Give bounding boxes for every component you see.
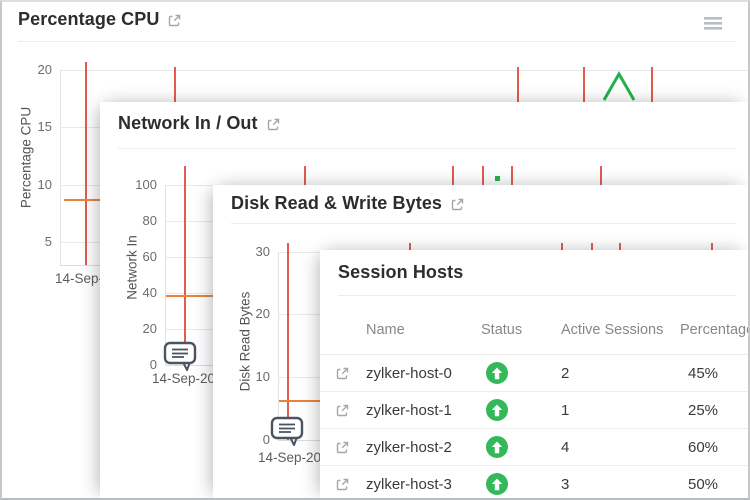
table-row[interactable]: zylker-host-0 2 45% [320,355,750,392]
title-divider [18,41,736,42]
y-axis-title: Disk Read Bytes [237,291,253,392]
host-name: zylker-host-2 [366,438,452,456]
active-sessions-value: 1 [561,401,570,419]
y-tick-label: 10 [255,369,270,384]
card-session-hosts: Session Hosts Name Status Active Session… [320,250,750,500]
table-header-row: Name Status Active Sessions Percentage [320,305,750,355]
y-tick-label: 20 [37,62,52,77]
open-in-new-window-icon[interactable] [336,441,366,454]
active-sessions-value: 3 [561,475,570,493]
y-tick-label: 20 [255,306,270,321]
open-in-new-window-icon[interactable] [267,118,280,131]
status-up-badge [486,473,508,495]
card-title-disk-read-write: Disk Read & Write Bytes [231,193,443,213]
status-up-badge [486,362,508,384]
percentage-value: 25% [688,401,719,419]
series-point [495,176,500,181]
card-title-session-hosts: Session Hosts [338,262,464,282]
average-line [279,400,323,402]
percentage-value: 45% [688,364,719,382]
y-axis-line [165,185,166,365]
y-tick-label: 0 [149,357,157,372]
column-header-percentage: Percentage [680,321,750,338]
percentage-value: 60% [688,438,719,456]
spike-line [184,166,186,365]
y-tick-label: 60 [142,249,157,264]
y-tick-label: 0 [262,432,270,447]
host-name: zylker-host-0 [366,364,452,382]
open-in-new-window-icon[interactable] [451,198,464,211]
y-tick-label: 10 [37,177,52,192]
percentage-value: 50% [688,475,719,493]
average-line [166,295,222,297]
open-in-new-window-icon[interactable] [336,478,366,491]
y-tick-label: 30 [255,244,270,259]
spike-line [287,243,289,440]
gridline [60,70,748,71]
table-row[interactable]: zylker-host-1 1 25% [320,392,750,429]
open-in-new-window-icon[interactable] [336,367,366,380]
x-tick-label: 14-Sep-20 [152,371,216,386]
y-tick-label: 15 [37,119,52,134]
title-divider [118,148,736,149]
column-header-name: Name [366,321,405,338]
x-tick-label: 14-Sep- [55,271,104,286]
open-in-new-window-icon[interactable] [336,404,366,417]
average-line [64,199,112,201]
card-title-network-in-out: Network In / Out [118,113,258,133]
host-name: zylker-host-3 [366,475,452,493]
y-axis-title: Network In [124,235,140,300]
active-sessions-value: 2 [561,364,570,382]
table-row[interactable]: zylker-host-3 3 50% [320,466,750,500]
spike-line [85,62,87,265]
host-name: zylker-host-1 [366,401,452,419]
x-tick-label: 14-Sep-20 [258,450,322,465]
y-tick-label: 40 [142,285,157,300]
status-up-badge [486,399,508,421]
annotation-bubble-icon[interactable] [270,416,306,448]
y-tick-label: 80 [142,213,157,228]
annotation-bubble-icon[interactable] [163,341,199,373]
open-in-new-window-icon[interactable] [168,14,181,27]
table-row[interactable]: zylker-host-2 4 60% [320,429,750,466]
y-tick-label: 5 [44,234,52,249]
y-tick-label: 20 [142,321,157,336]
title-divider [338,295,736,296]
y-axis-title: Percentage CPU [18,106,34,209]
status-up-badge [486,436,508,458]
title-divider [231,223,736,224]
y-tick-label: 100 [135,177,157,192]
column-header-active-sessions: Active Sessions [561,321,664,338]
y-axis-line [278,252,279,440]
column-header-status: Status [481,321,523,338]
y-axis-line [60,70,61,265]
session-hosts-table: Name Status Active Sessions Percentage z… [320,305,750,500]
menu-icon[interactable] [704,17,722,35]
active-sessions-value: 4 [561,438,570,456]
card-title-percentage-cpu: Percentage CPU [18,9,160,29]
